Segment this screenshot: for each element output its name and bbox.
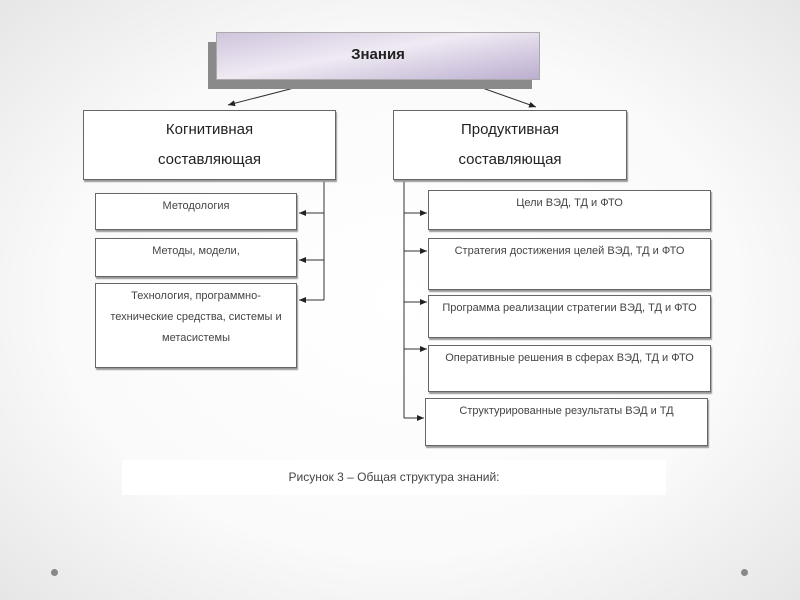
cognitive-item: Методы, модели, — [95, 238, 297, 277]
bullet-dot — [51, 569, 58, 576]
productive-item: Стратегия достижения целей ВЭД, ТД и ФТО — [428, 238, 711, 290]
productive-node: Продуктивная составляющая — [393, 110, 627, 180]
productive-item: Структурированные результаты ВЭД и ТД — [425, 398, 708, 446]
root-node: Знания — [216, 32, 540, 80]
cognitive-item: Технология, программно-технические средс… — [95, 283, 297, 368]
productive-item: Оперативные решения в сферах ВЭД, ТД и Ф… — [428, 345, 711, 392]
figure-caption: Рисунок 3 – Общая структура знаний: — [122, 460, 666, 495]
bullet-dot — [741, 569, 748, 576]
productive-item: Программа реализации стратегии ВЭД, ТД и… — [428, 295, 711, 338]
cognitive-node: Когнитивная составляющая — [83, 110, 336, 180]
cognitive-item: Методология — [95, 193, 297, 230]
productive-item: Цели ВЭД, ТД и ФТО — [428, 190, 711, 230]
